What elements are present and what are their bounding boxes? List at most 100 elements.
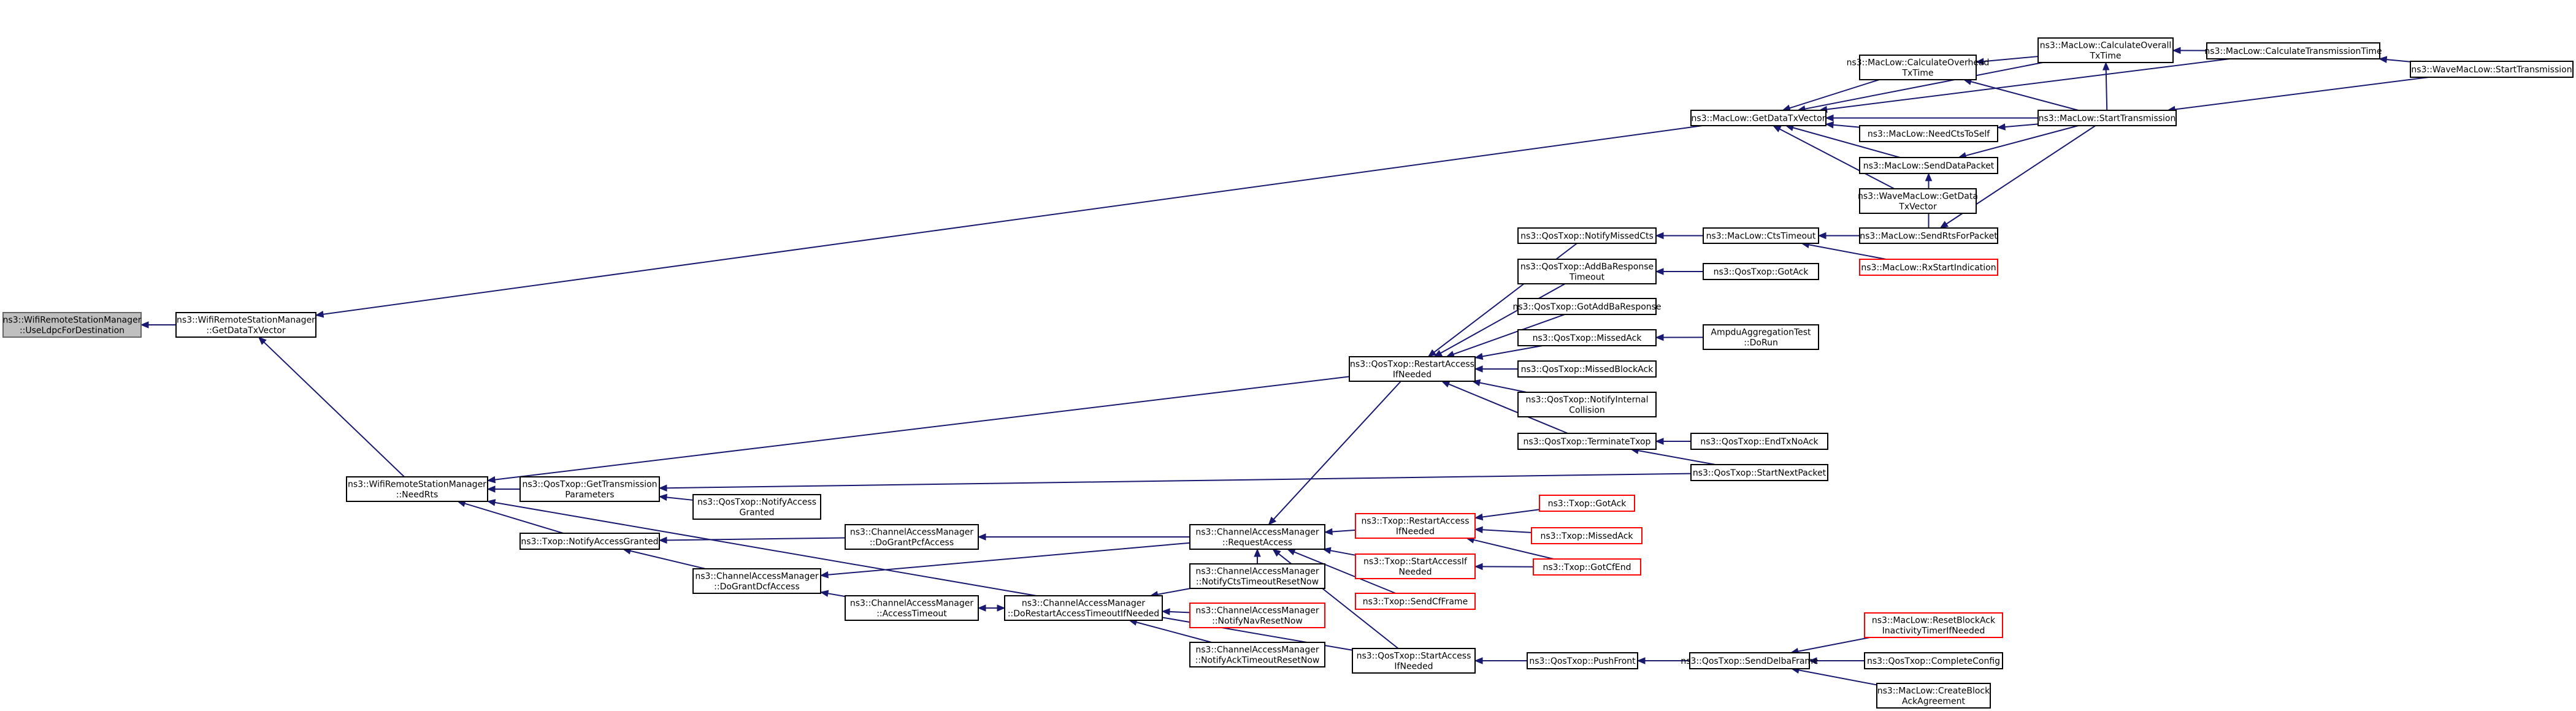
- node-box: [519, 476, 660, 502]
- graph-node-n14[interactable]: ns3::MacLow::SendRtsForPacket: [1859, 227, 1998, 244]
- arrow-head: [486, 476, 496, 484]
- edge-layer: [140, 47, 2429, 686]
- node-label: ns3::MacLow::CtsTimeout: [1706, 232, 1816, 241]
- edge-n34-to-n33: [1474, 509, 1540, 521]
- edge-line: [827, 593, 846, 598]
- graph-node-n24[interactable]: ns3::QosTxop::TerminateTxop: [1517, 433, 1657, 450]
- edge-line: [1798, 669, 1877, 686]
- edge-line: [1789, 79, 1880, 109]
- graph-node-n30[interactable]: ns3::ChannelAccessManager::DoGrantPcfAcc…: [845, 524, 979, 550]
- graph-node-n40[interactable]: ns3::ChannelAccessManager::DoRestartAcce…: [1004, 595, 1163, 621]
- arrow-head: [1474, 513, 1484, 521]
- edge-line: [1440, 283, 1566, 354]
- node-label: ns3::MacLow::StartTransmission: [2039, 114, 2176, 124]
- edge-n31-to-n29: [622, 547, 706, 569]
- graph-node-n25[interactable]: ns3::QosTxop::EndTxNoAck: [1690, 433, 1828, 450]
- graph-node-n6[interactable]: ns3::MacLow::CalculateTransmissionTime: [2204, 42, 2382, 59]
- node-label: ns3::ChannelAccessManager: [1195, 528, 1319, 538]
- node-label: ns3::MacLow::GetDataTxVector: [1692, 114, 1826, 124]
- graph-node-n43[interactable]: ns3::ChannelAccessManager::NotifyAckTime…: [1189, 642, 1325, 667]
- graph-node-n47[interactable]: ns3::MacLow::ResetBlockAckInactivityTime…: [1864, 612, 2003, 638]
- graph-node-n18[interactable]: ns3::QosTxop::GotAddBaResponse: [1512, 298, 1662, 315]
- node-label: ns3::QosTxop::StartAccess: [1357, 652, 1471, 661]
- edge-n9-to-n3: [1825, 114, 2038, 122]
- graph-node-n35[interactable]: ns3::Txop::MissedAck: [1531, 527, 1643, 544]
- graph-node-n39[interactable]: ns3::ChannelAccessManager::AccessTimeout: [845, 595, 979, 621]
- graph-node-n32[interactable]: ns3::ChannelAccessManager::RequestAccess: [1189, 524, 1325, 550]
- graph-node-n37[interactable]: ns3::Txop::GotCfEnd: [1533, 558, 1641, 576]
- node-box: [1690, 433, 1828, 450]
- graph-node-n26[interactable]: ns3::QosTxop::StartNextPacket: [1690, 464, 1828, 481]
- graph-node-n41[interactable]: ns3::ChannelAccessManager::NotifyCtsTime…: [1189, 563, 1325, 589]
- node-label: ns3::WifiRemoteStationManager: [177, 316, 315, 325]
- node-box: [1539, 495, 1635, 512]
- arrow-head: [997, 604, 1006, 612]
- node-box: [519, 533, 660, 550]
- edge-n45-to-n44: [1474, 657, 1528, 664]
- arrow-head: [258, 336, 267, 345]
- edge-line: [1273, 381, 1401, 520]
- edge-n39-to-n31: [819, 590, 846, 598]
- graph-node-n11[interactable]: ns3::WaveMacLow::GetDataTxVector: [1858, 188, 1978, 214]
- graph-node-n15[interactable]: ns3::MacLow::RxStartIndication: [1859, 259, 1998, 276]
- arrow-head: [1975, 58, 1984, 65]
- edge-n27-to-n2: [486, 485, 521, 493]
- graph-node-n31[interactable]: ns3::ChannelAccessManager::DoGrantDcfAcc…: [692, 568, 821, 594]
- node-box: [2, 312, 142, 338]
- node-label: ns3::QosTxop::TerminateTxop: [1524, 437, 1651, 447]
- graph-node-n21[interactable]: ns3::QosTxop::MissedBlockAck: [1517, 360, 1657, 378]
- node-box: [1859, 188, 1977, 214]
- edge-n25-to-n24: [1655, 438, 1691, 445]
- graph-node-n13[interactable]: ns3::MacLow::CtsTimeout: [1703, 227, 1819, 244]
- edge-line: [1965, 125, 2079, 156]
- graph-node-n19[interactable]: ns3::QosTxop::MissedAck: [1517, 329, 1657, 346]
- graph-node-n1[interactable]: ns3::WifiRemoteStationManager::GetDataTx…: [175, 312, 316, 338]
- edge-n20-to-n19: [1655, 333, 1704, 341]
- graph-node-n8[interactable]: ns3::MacLow::NeedCtsToSelf: [1859, 125, 1998, 142]
- graph-node-n9[interactable]: ns3::MacLow::StartTransmission: [2037, 110, 2177, 126]
- graph-node-n7[interactable]: ns3::WaveMacLow::StartTransmission: [2410, 61, 2574, 78]
- node-label: ::DoGrantDcfAccess: [714, 582, 800, 592]
- graph-node-n20[interactable]: AmpduAggregationTest::DoRun: [1703, 324, 1819, 350]
- node-box: [1355, 513, 1476, 539]
- arrow-head: [2378, 56, 2388, 63]
- graph-node-n12[interactable]: ns3::QosTxop::NotifyMissedCts: [1517, 227, 1657, 244]
- edge-n32-to-n30: [977, 533, 1190, 541]
- graph-node-n38[interactable]: ns3::Txop::SendCfFrame: [1355, 593, 1476, 610]
- node-box: [2037, 37, 2174, 63]
- edge-n39-to-n40: [978, 604, 1006, 612]
- graph-node-n17[interactable]: ns3::QosTxop::GotAck: [1703, 263, 1819, 280]
- graph-node-n3[interactable]: ns3::MacLow::GetDataTxVector: [1690, 110, 1827, 126]
- graph-node-n42[interactable]: ns3::ChannelAccessManager::NotifyNavRese…: [1189, 603, 1325, 628]
- node-label: ns3::MacLow::CalculateTransmissionTime: [2204, 47, 2382, 56]
- arrow-head: [1441, 381, 1451, 388]
- graph-node-n29[interactable]: ns3::Txop::NotifyAccessGranted: [519, 533, 660, 550]
- edge-n29-to-n2: [456, 500, 564, 534]
- node-label: ns3::QosTxop::GotAck: [1714, 267, 1809, 277]
- graph-node-n28[interactable]: ns3::QosTxop::NotifyAccessGranted: [692, 494, 821, 520]
- arrow-head: [658, 536, 667, 544]
- edge-n6-to-n5: [2172, 47, 2207, 55]
- arrow-head: [1272, 549, 1281, 557]
- graph-node-n48[interactable]: ns3::QosTxop::CompleteConfig: [1864, 652, 2003, 669]
- edge-line: [2004, 123, 2039, 128]
- graph-node-n46[interactable]: ns3::QosTxop::SendDelbaFrame: [1681, 652, 1819, 669]
- graph-node-n34[interactable]: ns3::Txop::GotAck: [1539, 495, 1635, 512]
- arrow-head: [486, 499, 496, 506]
- graph-node-n0[interactable]: ns3::WifiRemoteStationManager::UseLdpcFo…: [2, 312, 142, 338]
- graph-node-n10[interactable]: ns3::MacLow::SendDataPacket: [1859, 157, 1998, 174]
- node-label: InactivityTimerIfNeeded: [1882, 626, 1985, 636]
- graph-node-n2[interactable]: ns3::WifiRemoteStationManager::NeedRts: [346, 476, 488, 502]
- arrow-head: [1474, 352, 1484, 360]
- graph-node-n45[interactable]: ns3::QosTxop::PushFront: [1527, 652, 1638, 669]
